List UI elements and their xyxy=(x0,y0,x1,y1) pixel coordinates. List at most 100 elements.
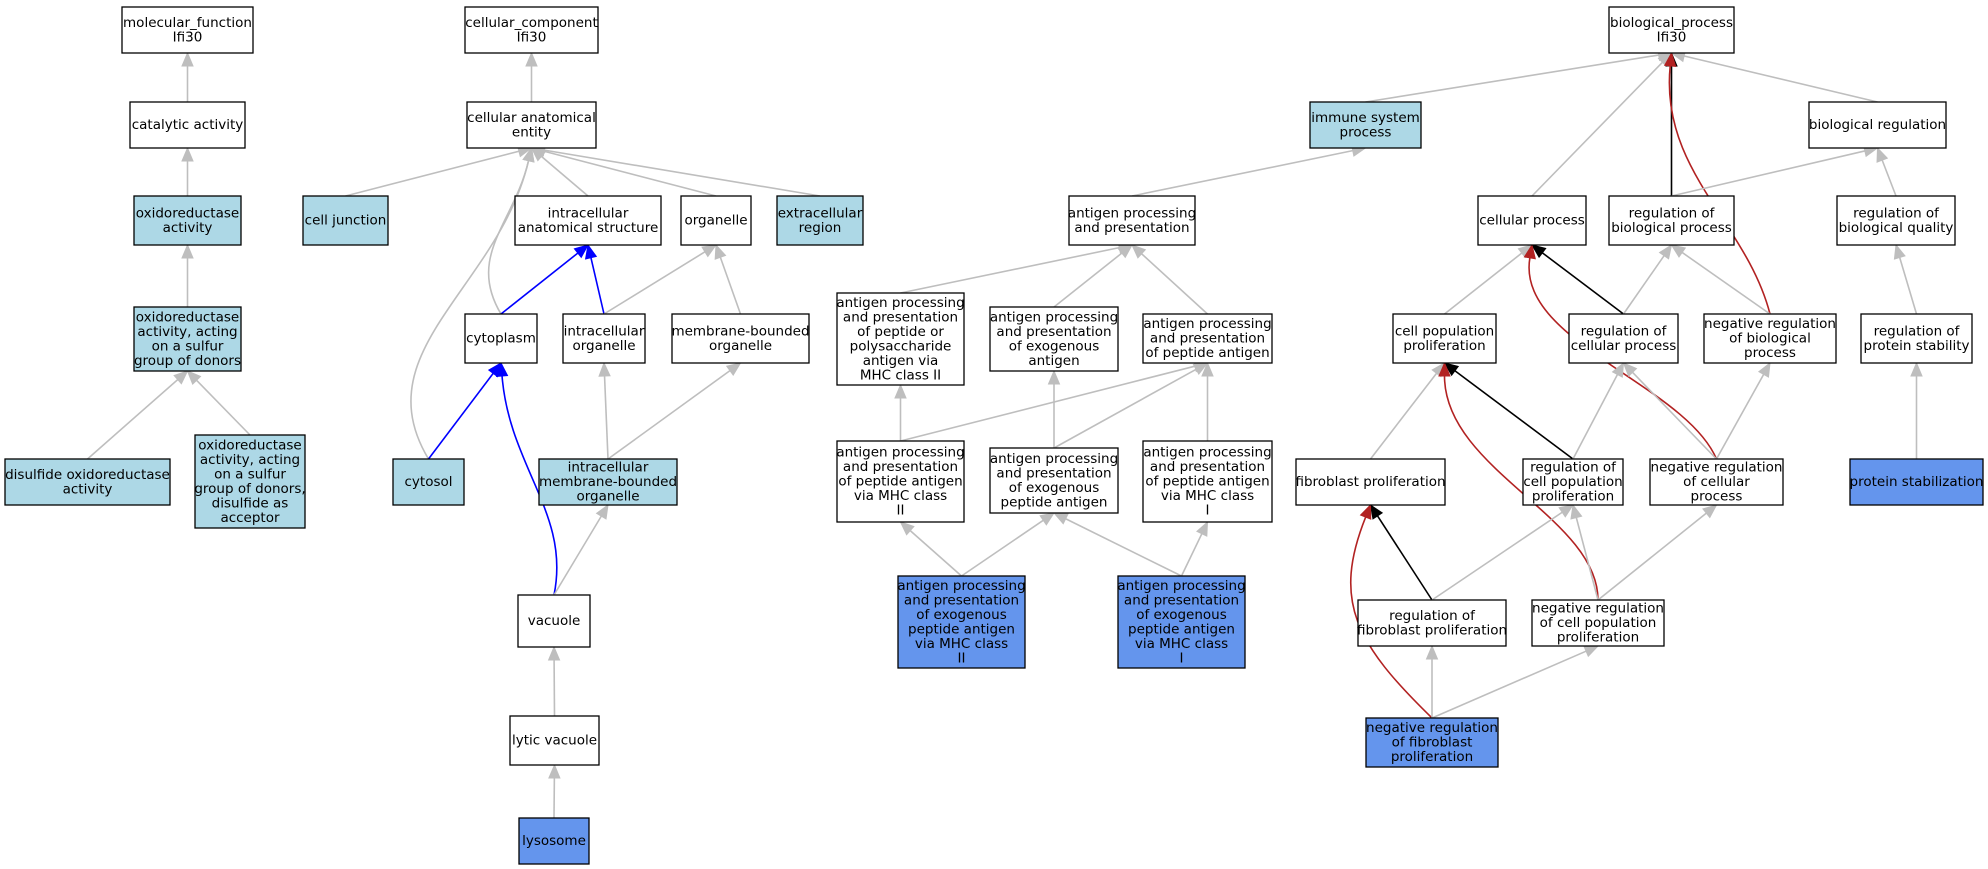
edge-oxred-sulfur-to-oxred xyxy=(181,243,194,307)
edge-arrowhead xyxy=(181,51,194,67)
go-term-label-line: of peptide antigen xyxy=(838,474,962,490)
go-term-label-line: oxidoreductase xyxy=(136,309,239,325)
go-term-label-line: activity xyxy=(163,220,213,236)
go-term-box xyxy=(1568,313,1679,364)
edge-line xyxy=(900,365,1196,442)
edge-app-pep-to-app xyxy=(1131,244,1209,315)
go-term-cytosol[interactable]: cytosol xyxy=(392,458,465,506)
edge-fib-prolif-to-cpp xyxy=(1369,361,1446,460)
go-term-label-line: process xyxy=(1340,124,1392,140)
edge-arrowhead xyxy=(714,243,727,260)
edge-line xyxy=(1572,374,1619,460)
go-term-label-line: and presentation xyxy=(904,592,1019,608)
edge-arrowhead xyxy=(701,244,718,258)
edge-lysosome-to-lytic-vac xyxy=(548,763,561,819)
go-term-organelle[interactable]: organelle xyxy=(680,195,752,246)
go-term-catalytic[interactable]: catalytic activity xyxy=(129,101,246,149)
edge-disulfide-ox-to-oxred-sulfur xyxy=(86,370,189,460)
go-term-label-line: on a sulfur xyxy=(214,466,286,482)
go-term-label-line: of peptide antigen xyxy=(1145,474,1269,490)
go-term-box xyxy=(1808,101,1947,149)
go-term-box xyxy=(194,434,306,529)
edge-arrowhead xyxy=(894,383,907,399)
go-term-label-line: of exogenous xyxy=(1009,480,1100,496)
edge-arrowhead xyxy=(186,370,202,386)
go-term-fib-prolif[interactable]: fibroblast proliferation xyxy=(1295,458,1446,506)
go-term-label-line: II xyxy=(958,650,966,666)
go-term-lytic-vac[interactable]: lytic vacuole xyxy=(509,715,600,766)
edge-line xyxy=(500,252,579,315)
go-term-box xyxy=(1849,458,1984,506)
go-term-box xyxy=(464,313,538,364)
go-term-label-line: I xyxy=(1180,650,1184,666)
go-term-box xyxy=(1142,313,1273,364)
edge-line xyxy=(607,369,731,460)
go-term-cellproc[interactable]: cellular process xyxy=(1477,195,1587,246)
edge-neg-reg-cp-to-reg-cp xyxy=(1622,362,1718,460)
edge-neg-reg-bp-to-reg-bp xyxy=(1670,244,1771,315)
go-term-bioreg[interactable]: biological regulation xyxy=(1808,101,1947,149)
edge-arrowhead xyxy=(547,645,561,661)
go-term-prot-stab[interactable]: protein stabilization xyxy=(1849,458,1984,506)
edge-arrowhead xyxy=(1052,512,1069,525)
go-term-label-line: proliferation xyxy=(1557,630,1639,646)
edge-line xyxy=(590,257,605,315)
go-term-label-line: organelle xyxy=(572,338,635,354)
go-term-vacuole[interactable]: vacuole xyxy=(517,594,591,648)
go-term-label-line: via MHC class xyxy=(915,636,1008,652)
go-term-lysosome[interactable]: lysosome xyxy=(518,817,590,865)
go-term-label-line: of exogenous xyxy=(916,607,1007,623)
go-term-cell-junction[interactable]: cell junction xyxy=(302,195,389,246)
edge-line xyxy=(1597,512,1707,601)
go-term-label-line: regulation of xyxy=(1853,205,1940,221)
go-term-label-line: anatomical structure xyxy=(518,220,659,236)
go-term-box xyxy=(1392,313,1497,364)
go-term-box xyxy=(1309,101,1422,149)
go-term-box xyxy=(1608,195,1735,246)
edge-line xyxy=(1180,533,1203,577)
go-term-label-line: biological quality xyxy=(1839,220,1954,236)
go-term-label-line: biological process xyxy=(1611,220,1732,236)
edge-arrowhead xyxy=(1658,243,1673,260)
go-term-label-line: lysosome xyxy=(522,833,586,849)
go-term-cytoplasm[interactable]: cytoplasm xyxy=(464,313,538,364)
go-term-label-line: intracellular xyxy=(564,323,645,339)
edge-line xyxy=(1444,252,1523,315)
go-term-label-line: organelle xyxy=(576,489,639,505)
go-term-label-line: antigen processing xyxy=(897,578,1025,594)
